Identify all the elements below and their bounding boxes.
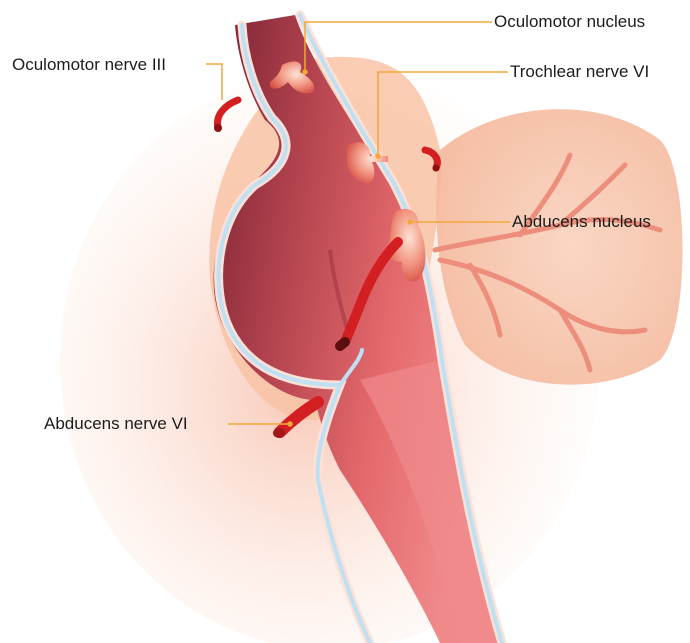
label-oculomotor-nucleus: Oculomotor nucleus: [494, 12, 645, 32]
label-trochlear-nerve: Trochlear nerve VI: [510, 62, 649, 82]
label-oculomotor-nerve: Oculomotor nerve III: [12, 55, 166, 75]
cerebellum: [435, 109, 683, 384]
label-abducens-nucleus: Abducens nucleus: [512, 212, 651, 232]
label-abducens-nerve: Abducens nerve VI: [44, 414, 188, 434]
